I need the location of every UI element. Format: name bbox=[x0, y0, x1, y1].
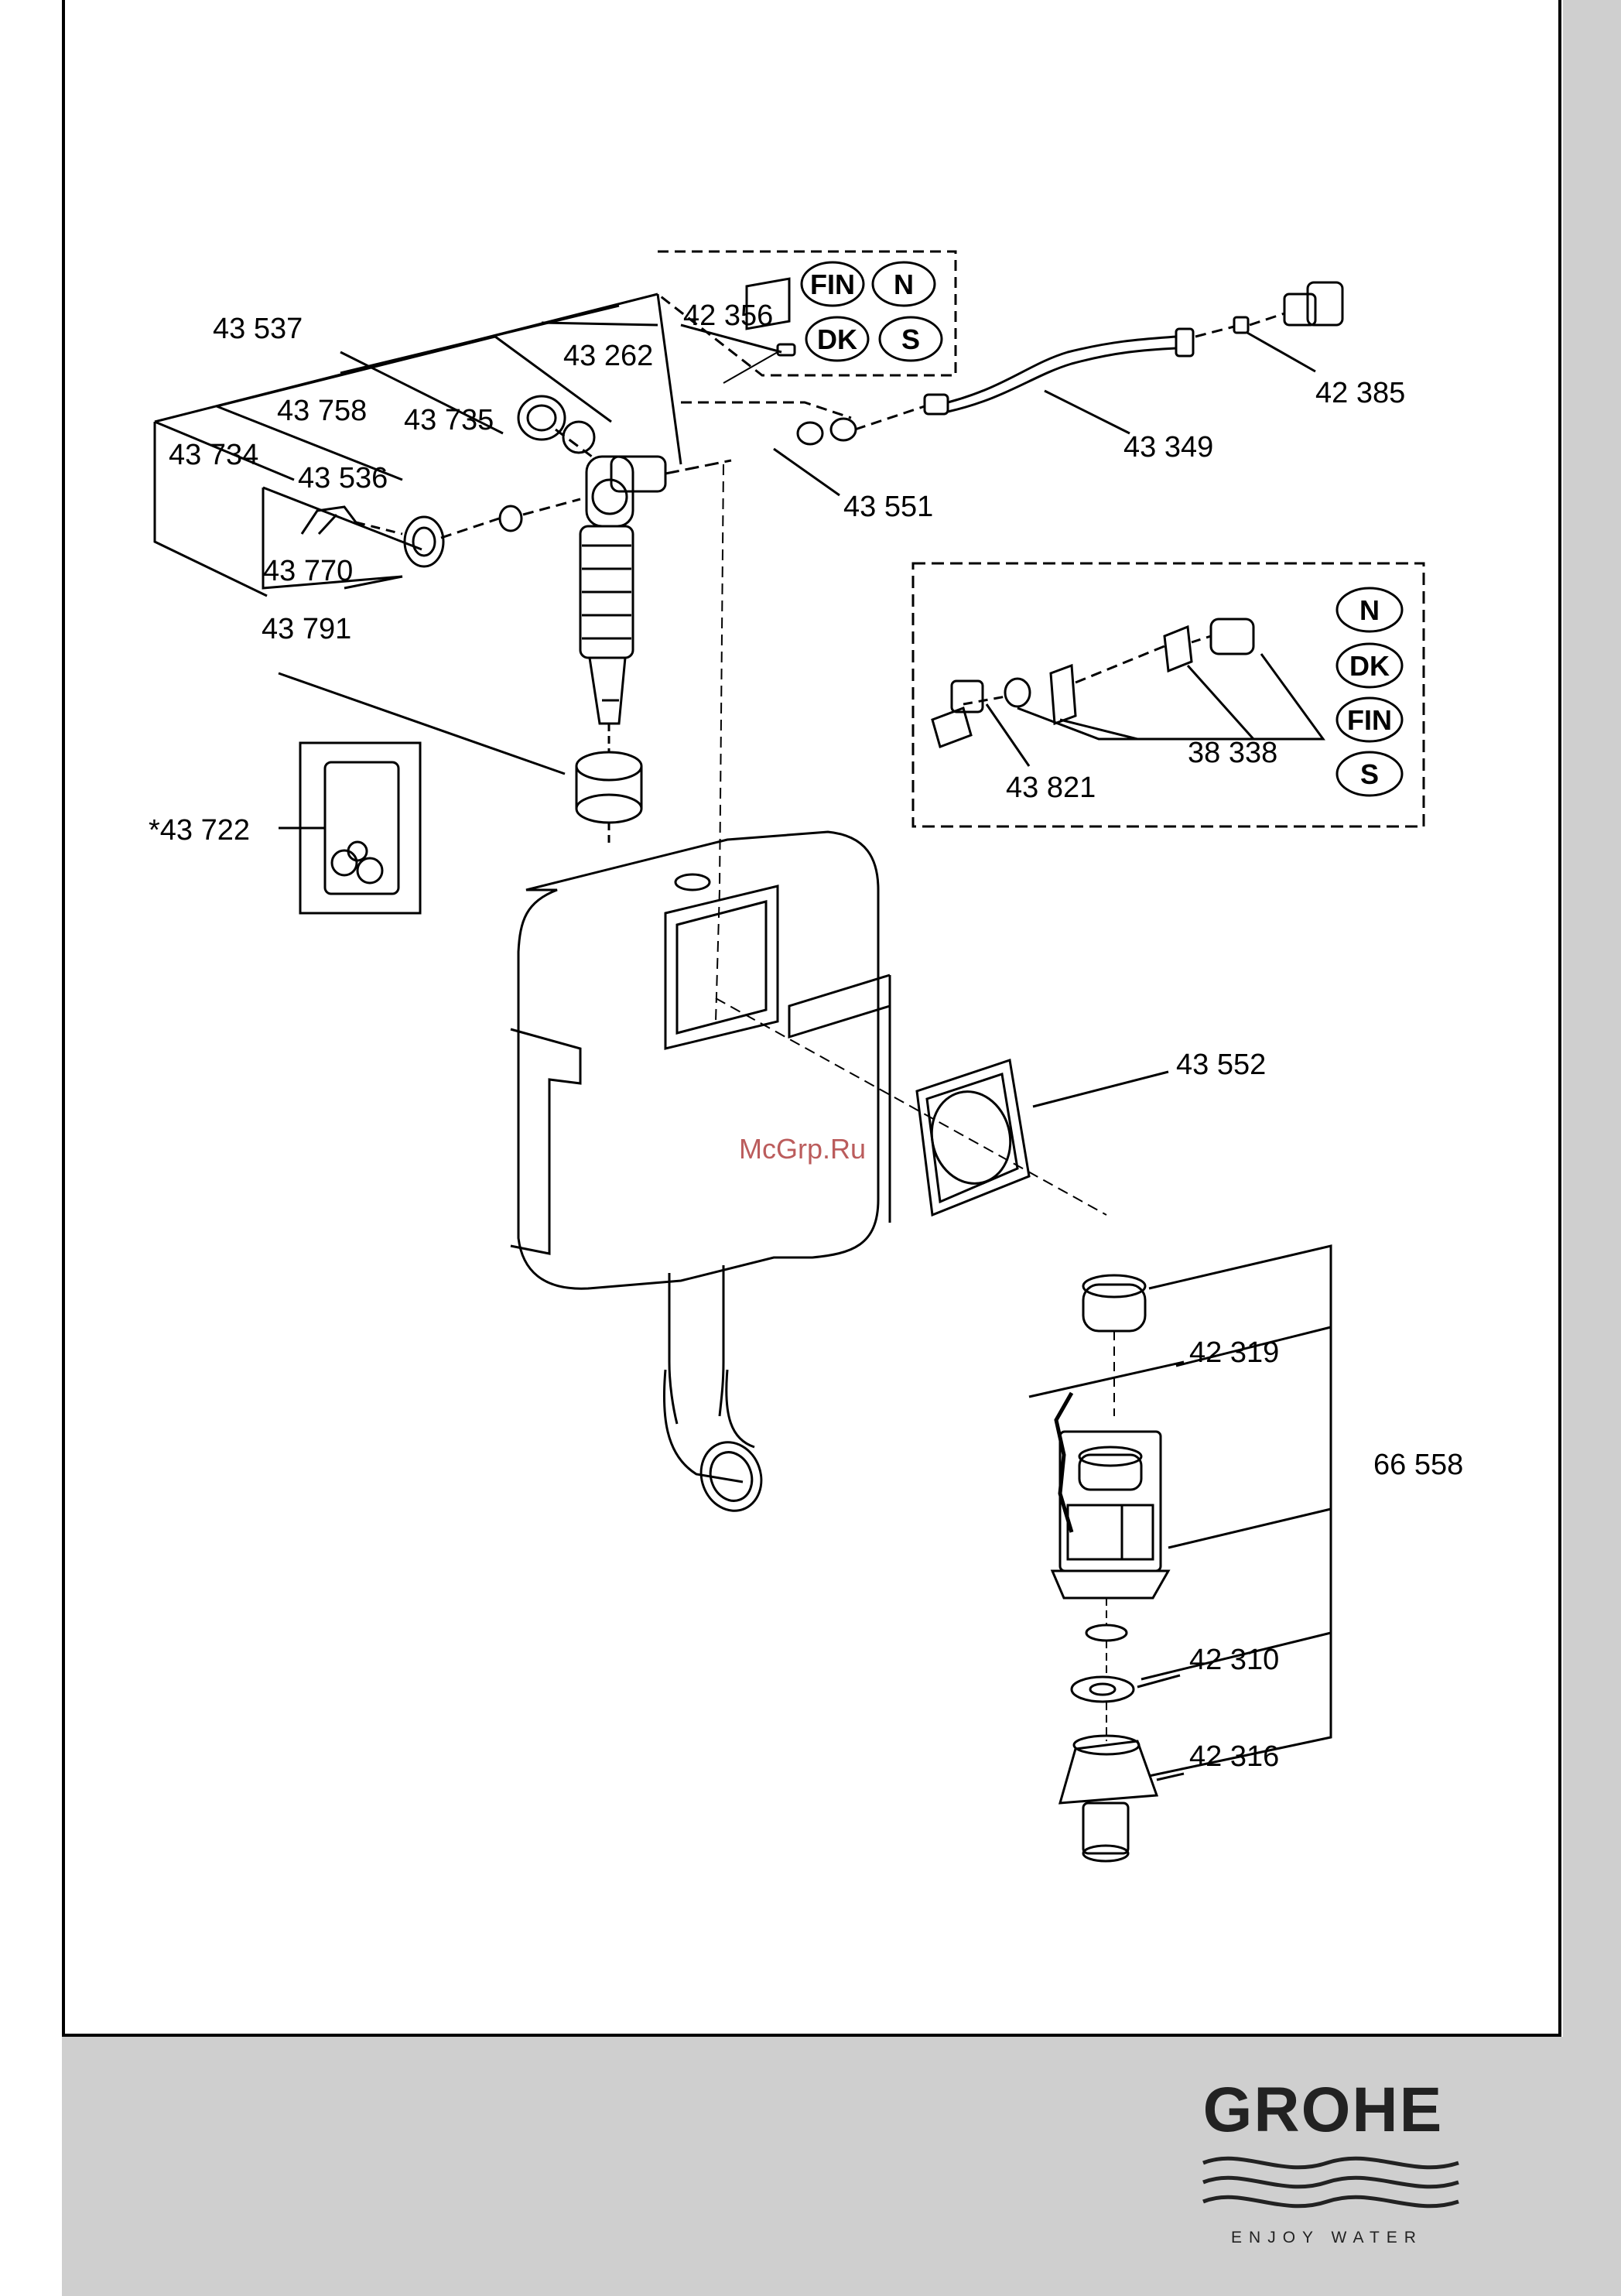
country-code-dk-box: DK bbox=[1349, 650, 1390, 682]
flush-valve-assembly bbox=[1029, 1246, 1331, 1861]
watermark: McGrp.Ru bbox=[739, 1133, 866, 1165]
cistern-body bbox=[511, 464, 1106, 1519]
seal-parts-43735 bbox=[518, 396, 594, 457]
float-part-43791 bbox=[576, 724, 641, 843]
label-43262: 43 262 bbox=[563, 340, 653, 372]
piston-parts-43536 bbox=[405, 499, 580, 566]
lever-part-43734 bbox=[302, 507, 402, 534]
label-43537: 43 537 bbox=[213, 313, 303, 345]
inspection-frame-43552 bbox=[917, 1060, 1168, 1215]
country-code-fin-top: FIN bbox=[810, 269, 855, 300]
label-43722: *43 722 bbox=[149, 814, 250, 847]
country-code-n-box: N bbox=[1359, 594, 1380, 626]
label-43758: 43 758 bbox=[277, 395, 367, 427]
country-code-dk-top: DK bbox=[817, 323, 857, 355]
fill-valve-assembly bbox=[580, 457, 731, 724]
angle-valve-42385 bbox=[1195, 282, 1342, 371]
label-43349: 43 349 bbox=[1123, 431, 1213, 464]
label-43791: 43 791 bbox=[262, 613, 351, 645]
label-43536: 43 536 bbox=[298, 462, 388, 494]
label-42385: 42 385 bbox=[1315, 377, 1405, 409]
brand-logo-text: GROHE bbox=[1184, 2074, 1462, 2147]
label-66558: 66 558 bbox=[1373, 1449, 1463, 1481]
label-43821: 43 821 bbox=[1006, 772, 1096, 804]
label-43552: 43 552 bbox=[1176, 1049, 1266, 1081]
country-code-n-top: N bbox=[894, 269, 914, 300]
label-42310: 42 310 bbox=[1189, 1644, 1279, 1676]
label-42316: 42 316 bbox=[1189, 1740, 1279, 1773]
country-code-s-top: S bbox=[901, 323, 920, 355]
label-43770: 43 770 bbox=[263, 555, 353, 587]
spare-parts-bag-43722 bbox=[279, 743, 420, 913]
label-42356: 42 356 bbox=[683, 299, 773, 332]
label-43551: 43 551 bbox=[843, 491, 933, 523]
label-43734: 43 734 bbox=[169, 439, 258, 471]
label-43735: 43 735 bbox=[404, 404, 494, 436]
label-42319: 42 319 bbox=[1189, 1336, 1279, 1369]
brand-tagline: ENJOY WATER bbox=[1192, 2229, 1462, 2247]
label-38338: 38 338 bbox=[1188, 737, 1277, 769]
brand-waves-icon bbox=[1195, 2147, 1466, 2217]
country-code-fin-box: FIN bbox=[1347, 704, 1392, 736]
nipple-part-42356 bbox=[723, 344, 795, 383]
country-code-s-box: S bbox=[1360, 758, 1379, 790]
nordic-connection-box bbox=[913, 563, 1424, 826]
